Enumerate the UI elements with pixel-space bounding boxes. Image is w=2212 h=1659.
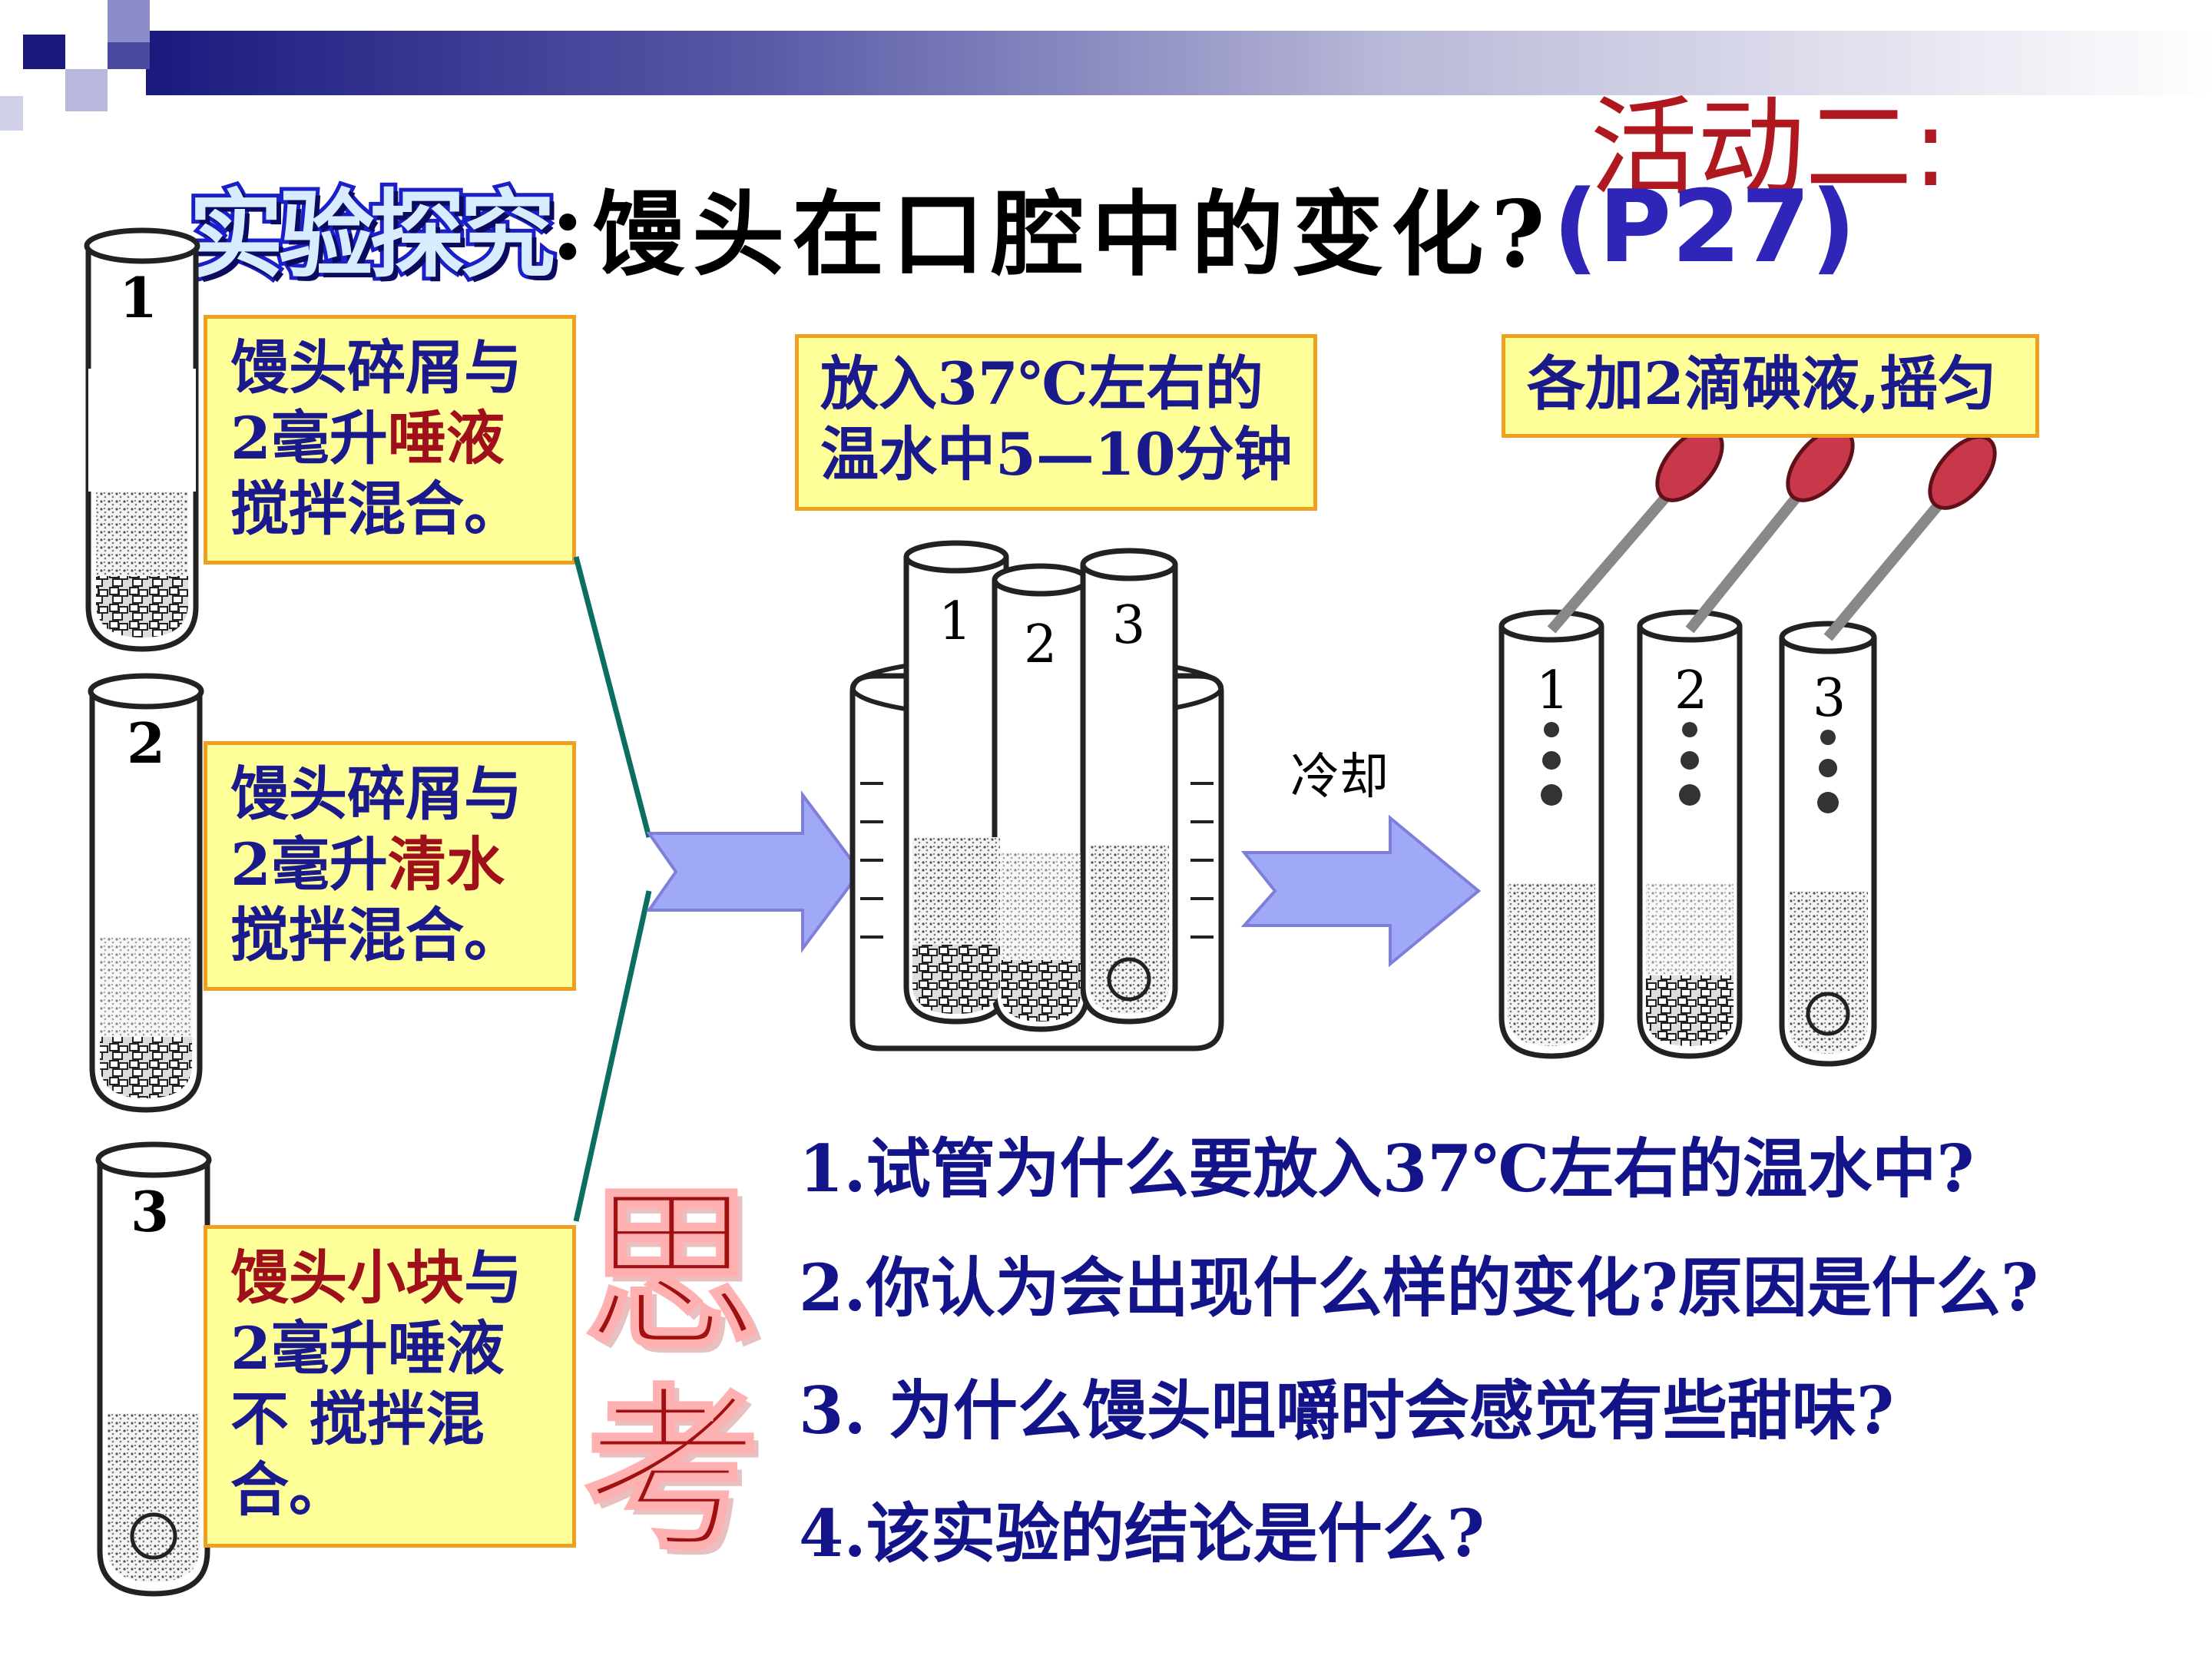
title-colon: :: [551, 172, 593, 281]
header-squares: [0, 0, 177, 138]
dropper-icons: [1547, 427, 1997, 641]
box-warm-water: 放入37℃左右的 温水中5—10分钟: [795, 334, 1317, 511]
left-tube-label-2: 2: [127, 710, 166, 776]
title-page-ref: (P27): [1552, 168, 1856, 285]
beaker-tube-label-3: 3: [1112, 595, 1146, 656]
left-tube-1: [84, 227, 200, 652]
box-saliva-unstirred: 馒头小块与 2毫升唾液 不 搅拌混 合。: [204, 1225, 576, 1548]
think-char-1: 思: [582, 1167, 762, 1377]
title-label: 实验探究: [184, 177, 559, 295]
box-water-stirred: 馒头碎屑与 2毫升清水 搅拌混合。: [204, 741, 576, 991]
header-gradient-bar: [146, 31, 2212, 95]
beaker-tube-label-1: 1: [939, 591, 972, 652]
activity-title: 活动二:: [1590, 86, 1949, 211]
beaker-illustration: [849, 540, 1224, 1051]
arrow-right-icon: [646, 790, 863, 953]
box-saliva-stirred: 馒头碎屑与 2毫升唾液 搅拌混合。: [204, 315, 576, 565]
title-main: 馒头在口腔中的变化?: [592, 180, 1553, 289]
left-tube-label-1: 1: [119, 265, 158, 330]
question-4: 4.该实验的结论是什么?: [799, 1495, 1485, 1571]
left-tube-2: [88, 673, 204, 1113]
left-tube-label-3: 3: [131, 1179, 170, 1244]
slide-title: 实验探究 : 馒头在口腔中的变化? (P27): [184, 154, 1856, 300]
right-tube-label-1: 1: [1536, 661, 1570, 721]
connector-lines: [573, 556, 652, 1222]
box-add-iodine: 各加2滴碘液,摇匀: [1502, 334, 2039, 438]
left-tube-3: [95, 1141, 212, 1597]
arrow-right-icon-2: [1240, 814, 1482, 968]
think-char-2: 考: [582, 1366, 762, 1577]
left-tubes: [84, 227, 212, 1597]
question-1: 1.试管为什么要放入37℃左右的温水中?: [799, 1131, 1975, 1207]
question-3: 3. 为什么馒头咀嚼时会感觉有些甜味?: [799, 1373, 1895, 1449]
right-tube-label-3: 3: [1813, 668, 1846, 729]
right-tubes-illustration: [1498, 427, 1997, 1067]
question-2: 2.你认为会出现什么样的变化?原因是什么?: [799, 1250, 2039, 1326]
beaker-tube-label-2: 2: [1024, 614, 1058, 675]
cool-label: 冷却: [1290, 749, 1389, 806]
right-tube-label-2: 2: [1674, 661, 1708, 721]
